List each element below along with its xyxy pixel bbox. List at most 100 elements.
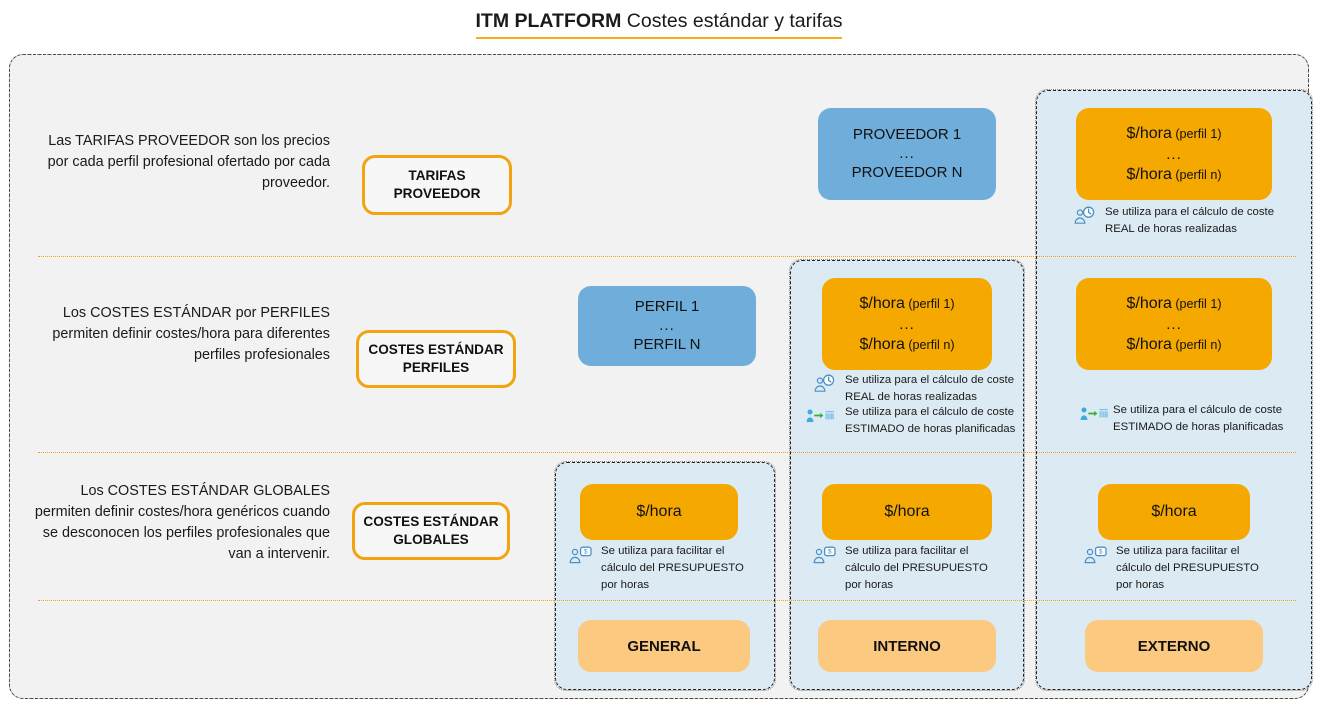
caption-line-3: por horas xyxy=(601,579,650,591)
blue-box-perfil: PERFIL 1 ... PERFIL N xyxy=(578,286,756,366)
rate-box-interno-global: $/hora xyxy=(822,484,992,540)
person-clock-icon xyxy=(812,374,838,394)
row-separator-2 xyxy=(38,452,1296,453)
caption-line-2: REAL de horas realizadas xyxy=(1105,223,1237,235)
rate-value: $/hora xyxy=(884,503,930,520)
rate-box-externo-perfiles: $/hora (perfil 1) ... $/hora (perfil n) xyxy=(1076,278,1272,370)
rate-line-2: $/hora (perfil n) xyxy=(1126,333,1221,357)
caption-text: Se utiliza para facilitar el cálculo del… xyxy=(1116,543,1259,594)
rate-line-1-sub: (perfil 1) xyxy=(904,296,955,311)
svg-text:$: $ xyxy=(1099,548,1103,555)
rate-line-1-main: $/hora xyxy=(859,294,905,312)
row-separator-1 xyxy=(38,256,1296,257)
caption-interno-estimado: Se utiliza para el cálculo de coste ESTI… xyxy=(806,404,1032,438)
rate-value: $/hora xyxy=(1151,503,1197,520)
rate-box-general-global: $/hora xyxy=(580,484,738,540)
rate-line-2-main: $/hora xyxy=(1126,335,1172,353)
caption-line-3: por horas xyxy=(1116,579,1165,591)
caption-line-2: cálculo del PRESUPUESTO xyxy=(1116,562,1259,574)
rate-line-2-sub: (perfil n) xyxy=(1171,167,1222,182)
rate-line-2-sub: (perfil n) xyxy=(1171,337,1222,352)
blue-box-dots: ... xyxy=(659,317,675,334)
column-footer-general[interactable]: GENERAL xyxy=(578,620,750,672)
rate-line-1: $/hora (perfil 1) xyxy=(1126,292,1221,316)
caption-text: Se utiliza para facilitar el cálculo del… xyxy=(601,543,744,594)
label-line-1: COSTES ESTÁNDAR xyxy=(363,514,499,529)
caption-text: Se utiliza para el cálculo de coste REAL… xyxy=(845,372,1014,406)
rate-box-externo-tarifas: $/hora (perfil 1) ... $/hora (perfil n) xyxy=(1076,108,1272,200)
rate-line-2-main: $/hora xyxy=(1126,165,1172,183)
page-title-container: ITM PLATFORM Costes estándar y tarifas xyxy=(0,8,1318,39)
column-footer-interno[interactable]: INTERNO xyxy=(818,620,996,672)
person-arrow-schedule-icon xyxy=(806,406,834,426)
blue-box-line-1: PROVEEDOR 1 xyxy=(852,126,962,143)
blue-box-line-1: PERFIL 1 xyxy=(634,298,700,315)
rate-line-2-main: $/hora xyxy=(859,335,905,353)
rate-dots: ... xyxy=(899,315,915,333)
caption-externo-estimado: Se utiliza para el cálculo de coste ESTI… xyxy=(1080,402,1290,436)
rate-value: $/hora xyxy=(636,503,682,520)
caption-line-2: ESTIMADO de horas planificadas xyxy=(845,423,1016,435)
caption-line-2: ESTIMADO de horas planificadas xyxy=(1113,421,1284,433)
blue-box-dots: ... xyxy=(899,145,915,162)
rate-line-2: $/hora (perfil n) xyxy=(859,333,954,357)
rate-box-externo-global: $/hora xyxy=(1098,484,1250,540)
caption-line-2: cálculo del PRESUPUESTO xyxy=(845,562,988,574)
rate-line-1: $/hora (perfil 1) xyxy=(859,292,954,316)
caption-text: Se utiliza para facilitar el cálculo del… xyxy=(845,543,988,594)
row-description-costes-globales: Los COSTES ESTÁNDAR GLOBALES permiten de… xyxy=(34,483,330,562)
page-title-rest: Costes estándar y tarifas xyxy=(621,10,843,32)
caption-line-1: Se utiliza para el cálculo de coste xyxy=(1105,206,1275,218)
label-line-2: PROVEEDOR xyxy=(393,186,481,201)
blue-box-proveedor: PROVEEDOR 1 ... PROVEEDOR N xyxy=(818,108,996,200)
rate-box-interno-perfiles: $/hora (perfil 1) ... $/hora (perfil n) xyxy=(822,278,992,370)
rate-dots: ... xyxy=(1166,145,1182,163)
label-line-1: COSTES ESTÁNDAR xyxy=(368,342,504,357)
rate-line-1-sub: (perfil 1) xyxy=(1171,296,1222,311)
caption-line-2: REAL de horas realizadas xyxy=(845,391,977,403)
label-line-2: GLOBALES xyxy=(393,532,469,547)
caption-text: Se utiliza para el cálculo de coste ESTI… xyxy=(1113,402,1283,436)
label-box-costes-estandar-perfiles[interactable]: COSTES ESTÁNDAR PERFILES xyxy=(356,330,516,388)
blue-box-line-2: PROVEEDOR N xyxy=(851,164,963,181)
caption-interno-presupuesto: $ Se utiliza para facilitar el cálculo d… xyxy=(812,543,1002,594)
caption-line-1: Se utiliza para facilitar el xyxy=(1116,545,1240,557)
caption-line-1: Se utiliza para el cálculo de coste xyxy=(1113,404,1283,416)
person-arrow-schedule-icon xyxy=(1080,404,1108,424)
caption-text: Se utiliza para el cálculo de coste ESTI… xyxy=(839,404,1015,438)
person-money-icon: $ xyxy=(812,545,838,565)
rate-line-1-main: $/hora xyxy=(1126,294,1172,312)
row-description-tarifas-proveedor: Las TARIFAS PROVEEDOR son los precios po… xyxy=(47,133,330,191)
caption-line-2: cálculo del PRESUPUESTO xyxy=(601,562,744,574)
label-line-2: PERFILES xyxy=(402,360,470,375)
blue-box-line-2: PERFIL N xyxy=(633,336,701,353)
rate-line-1-sub: (perfil 1) xyxy=(1171,126,1222,141)
rate-dots: ... xyxy=(1166,315,1182,333)
caption-interno-real: Se utiliza para el cálculo de coste REAL… xyxy=(812,372,1028,406)
person-clock-icon xyxy=(1072,206,1098,226)
page-title-brand: ITM PLATFORM xyxy=(475,10,622,32)
row-separator-3 xyxy=(38,600,1296,601)
rate-line-2: $/hora (perfil n) xyxy=(1126,163,1221,187)
svg-text:$: $ xyxy=(584,548,588,555)
row-description-costes-perfiles: Los COSTES ESTÁNDAR por PERFILES permite… xyxy=(52,305,330,363)
caption-line-1: Se utiliza para facilitar el xyxy=(845,545,969,557)
svg-text:$: $ xyxy=(828,548,832,555)
caption-general-presupuesto: $ Se utiliza para facilitar el cálculo d… xyxy=(568,543,758,594)
person-money-icon: $ xyxy=(1083,545,1109,565)
caption-line-1: Se utiliza para el cálculo de coste xyxy=(845,406,1015,418)
label-box-costes-estandar-globales[interactable]: COSTES ESTÁNDAR GLOBALES xyxy=(352,502,510,560)
label-box-tarifas-proveedor[interactable]: TARIFAS PROVEEDOR xyxy=(362,155,512,215)
caption-line-1: Se utiliza para facilitar el xyxy=(601,545,725,557)
caption-line-1: Se utiliza para el cálculo de coste xyxy=(845,374,1015,386)
page-title: ITM PLATFORM Costes estándar y tarifas xyxy=(475,8,843,39)
rate-line-1: $/hora (perfil 1) xyxy=(1126,122,1221,146)
caption-line-3: por horas xyxy=(845,579,894,591)
rate-line-1-main: $/hora xyxy=(1126,124,1172,142)
caption-externo-real: Se utiliza para el cálculo de coste REAL… xyxy=(1072,204,1278,238)
caption-externo-presupuesto: $ Se utiliza para facilitar el cálculo d… xyxy=(1083,543,1279,594)
rate-line-2-sub: (perfil n) xyxy=(904,337,955,352)
person-money-icon: $ xyxy=(568,545,594,565)
label-line-1: TARIFAS xyxy=(408,168,466,183)
column-footer-externo[interactable]: EXTERNO xyxy=(1085,620,1263,672)
